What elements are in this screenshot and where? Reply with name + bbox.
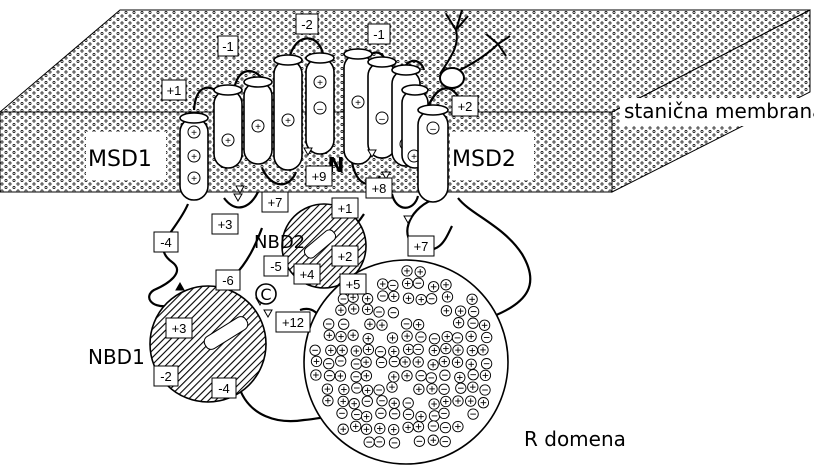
membrane-text-window (620, 98, 812, 126)
box-plus3-nbd1: +3 (165, 317, 193, 339)
svg-text:+8: +8 (372, 181, 387, 196)
box-plus1-top: +1 (161, 79, 187, 101)
helix-3: + (243, 76, 273, 165)
helix-2: + (213, 84, 243, 169)
svg-text:-4: -4 (160, 235, 172, 250)
svg-text:-6: -6 (222, 273, 234, 288)
r-domain-label: R domena (524, 427, 626, 451)
r-domain-charges (309, 265, 493, 449)
box-minus4-b: -4 (211, 377, 237, 399)
box-minus2: -2 (295, 13, 319, 35)
helix-5: + – (305, 52, 335, 155)
nbd1-label: NBD1 (88, 345, 145, 369)
box-plus8: +8 (365, 177, 393, 199)
svg-text:+1: +1 (338, 201, 353, 216)
box-minus1-b: -1 (367, 23, 391, 45)
svg-text:–: – (317, 104, 323, 115)
svg-text:+: + (317, 78, 323, 89)
svg-text:-5: -5 (270, 259, 282, 274)
cell-membrane (0, 9, 812, 193)
msd2-label: MSD2 (452, 147, 516, 172)
box-minus4-a: -4 (153, 231, 179, 253)
box-minus5: -5 (263, 255, 289, 277)
box-plus7-b: +7 (407, 235, 435, 257)
box-plus3-low: +3 (211, 213, 239, 235)
box-plus5: +5 (339, 273, 367, 295)
svg-text:+: + (355, 98, 361, 109)
svg-text:-4: -4 (218, 381, 230, 396)
box-plus2-nbd2: +2 (331, 245, 359, 267)
r-domain (303, 259, 509, 465)
svg-text:+: + (191, 128, 197, 139)
helix-1: + + + (179, 112, 209, 201)
helix-10: – (417, 104, 449, 203)
box-plus9: +9 (305, 165, 333, 187)
membrane-label: stanična membrana (624, 99, 814, 123)
svg-text:+4: +4 (300, 267, 315, 282)
msd1-label-window (86, 132, 166, 180)
svg-text:+: + (255, 122, 261, 133)
svg-text:+1: +1 (167, 83, 182, 98)
charge-boxes: +1 -1 -2 -1 +2 +3 +7 +9 +8 +1 +7 -4 +2 -… (153, 13, 479, 399)
box-plus12: +12 (275, 311, 311, 333)
msd2-label-window (450, 132, 534, 180)
svg-text:+2: +2 (458, 99, 473, 114)
box-minus2-nbd1: -2 (153, 365, 179, 387)
box-plus2-top: +2 (451, 95, 479, 117)
svg-text:–: – (379, 114, 385, 125)
svg-text:+: + (191, 174, 197, 185)
box-minus1-a: -1 (217, 35, 239, 57)
transmembrane-helices: + + + + + + + – + (179, 48, 449, 203)
helix-4: + (273, 54, 303, 171)
svg-text:-1: -1 (222, 39, 234, 54)
svg-text:+2: +2 (338, 249, 353, 264)
box-plus4: +4 (293, 263, 321, 285)
box-plus1-low: +1 (331, 197, 359, 219)
box-minus6: -6 (215, 269, 241, 291)
msd1-label: MSD1 (88, 147, 152, 172)
svg-text:+3: +3 (172, 321, 187, 336)
svg-text:+12: +12 (282, 315, 304, 330)
svg-text:+3: +3 (218, 217, 233, 232)
svg-text:+7: +7 (268, 195, 283, 210)
svg-text:+7: +7 (414, 239, 429, 254)
c-terminus: C (255, 283, 277, 305)
nbd1-domain (149, 285, 267, 403)
svg-text:-1: -1 (373, 27, 385, 42)
box-plus7-a: +7 (261, 191, 289, 213)
svg-text:+: + (411, 152, 417, 163)
svg-text:+: + (225, 136, 231, 147)
c-terminus-label: C (260, 285, 271, 304)
svg-text:+5: +5 (346, 277, 361, 292)
svg-text:+9: +9 (312, 169, 327, 184)
svg-text:+: + (285, 116, 291, 127)
glycosylation-tree (439, 9, 511, 89)
svg-text:+: + (191, 152, 197, 163)
helix-7: – (367, 56, 397, 159)
svg-text:-2: -2 (301, 17, 313, 32)
svg-text:-2: -2 (160, 369, 172, 384)
svg-text:–: – (430, 124, 436, 135)
nbd2-label: NBD2 (254, 232, 305, 253)
